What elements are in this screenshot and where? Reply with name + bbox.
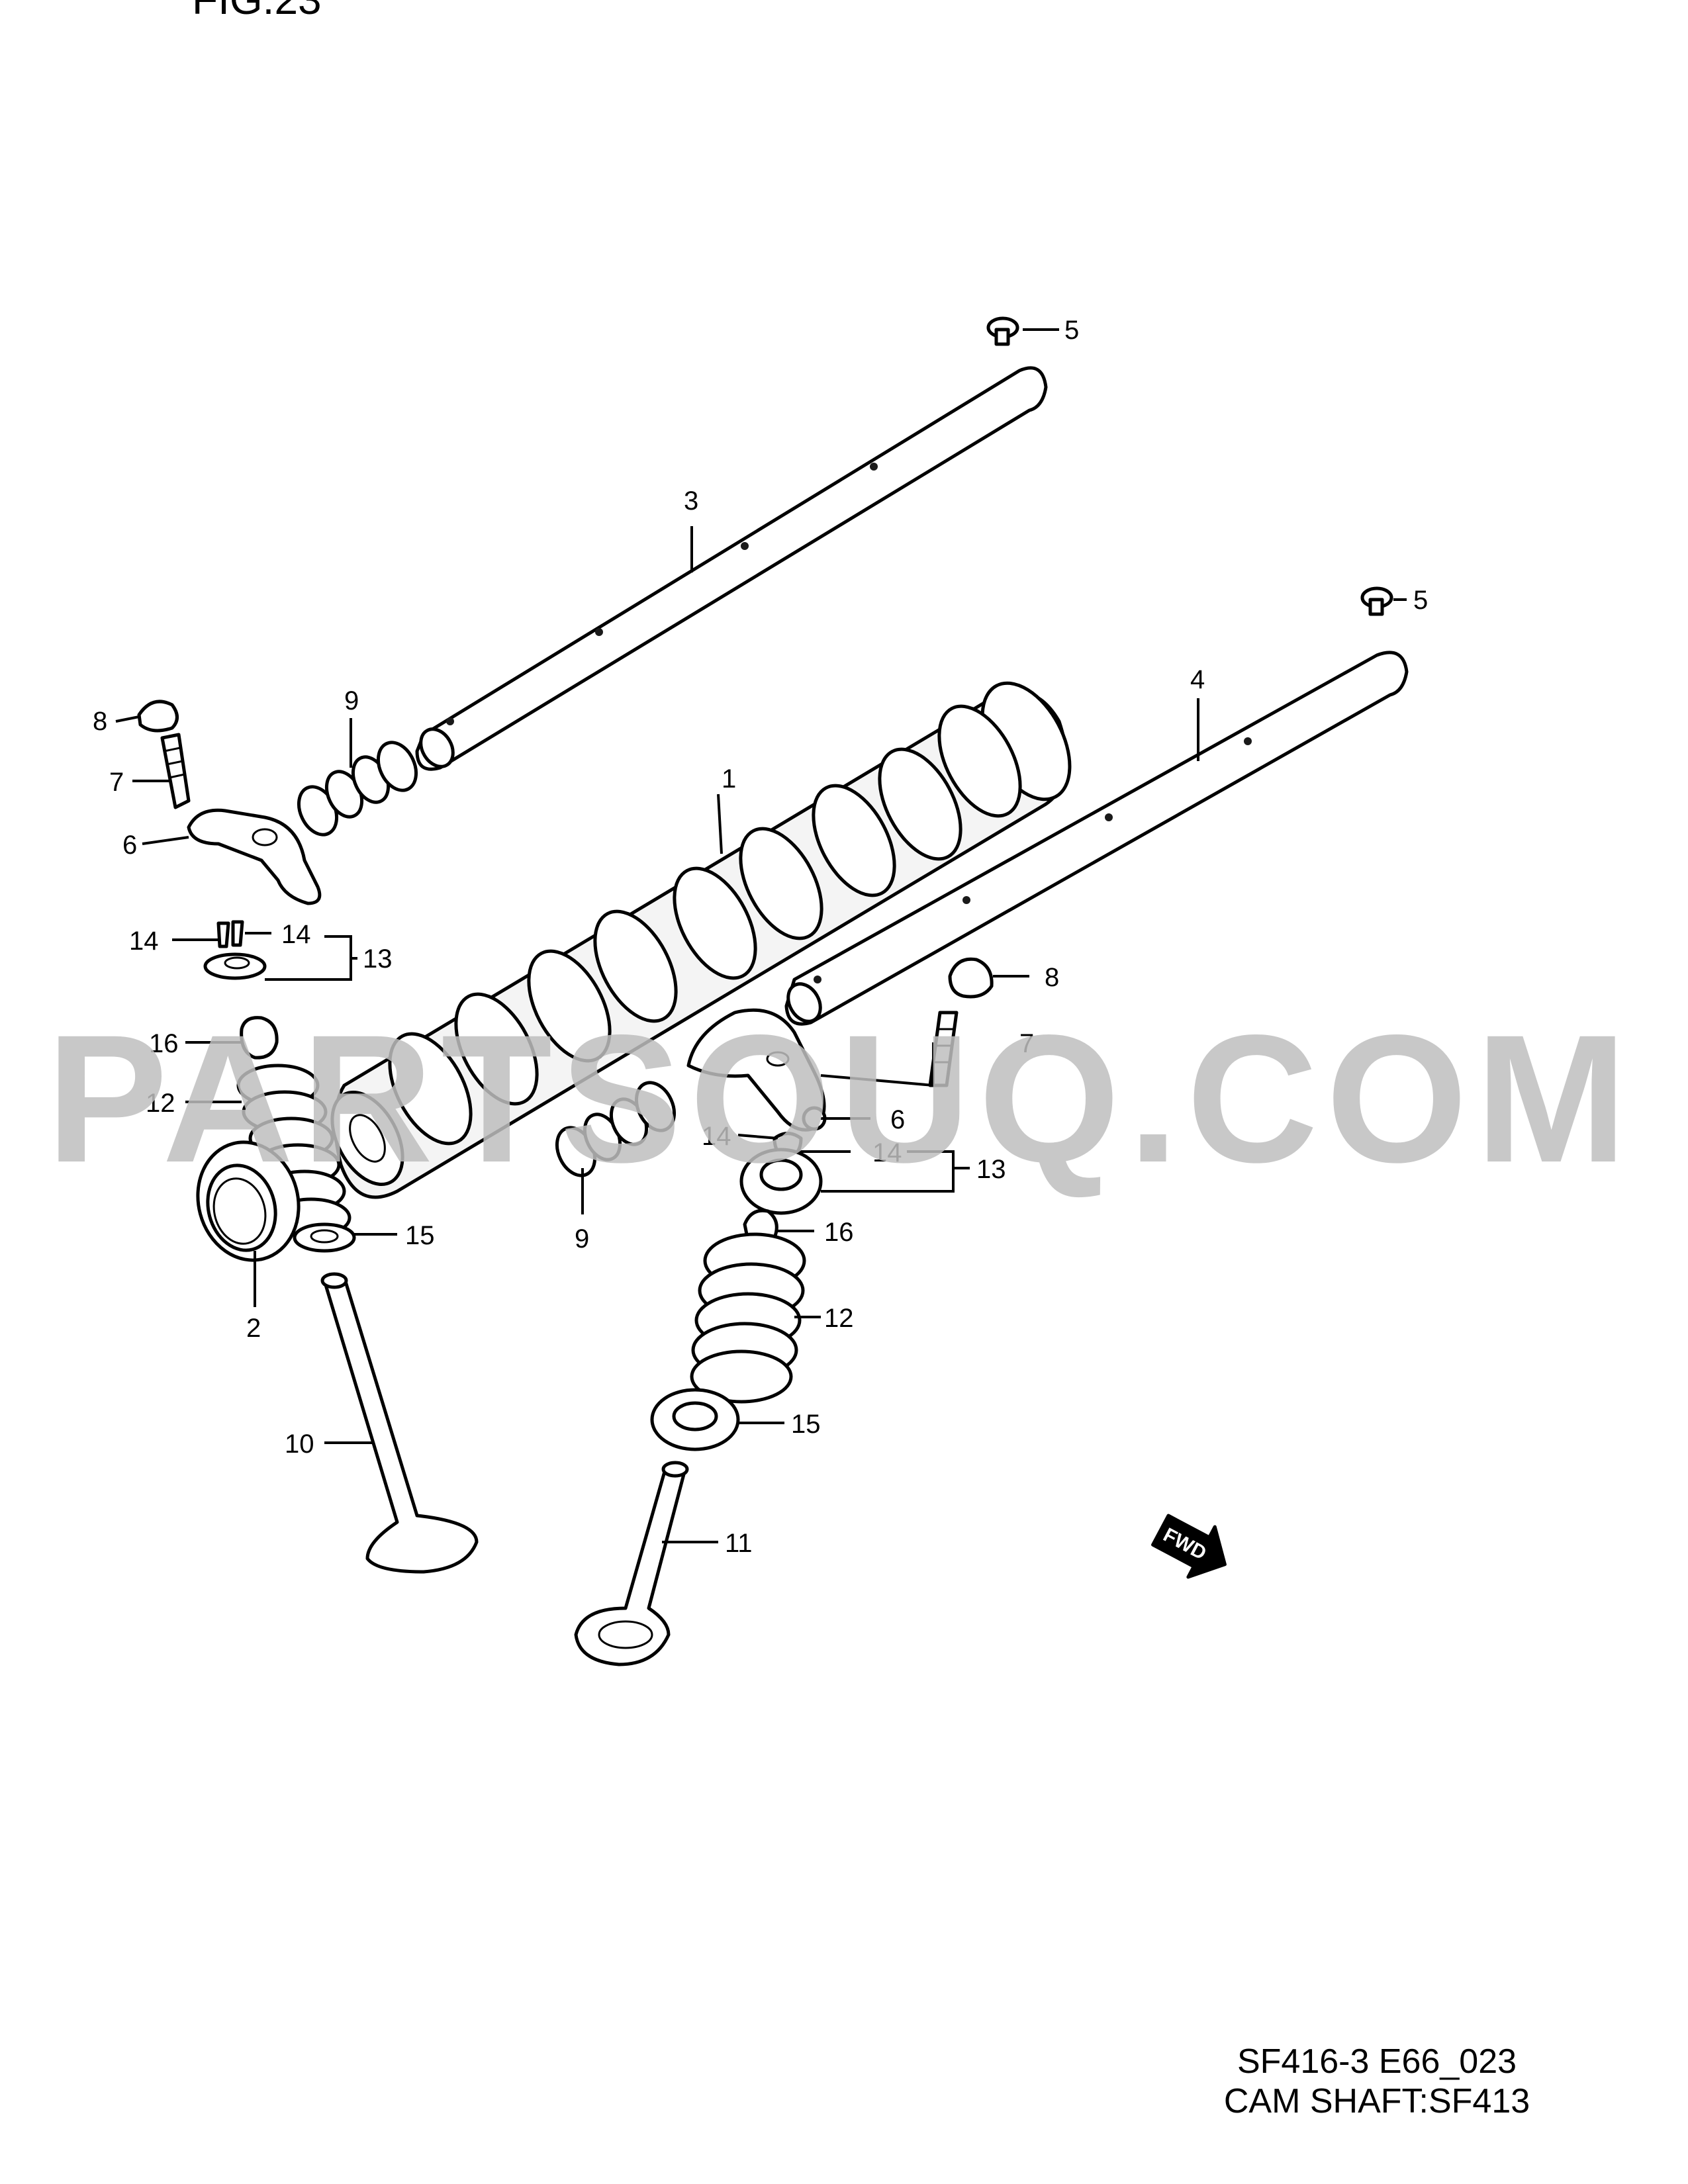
callout-14-left-a: 14	[129, 927, 159, 956]
spring-retainer-right[interactable]	[739, 1148, 823, 1215]
callout-6-left: 6	[122, 831, 137, 860]
watermark: PARTSOUQ.COM	[46, 997, 1635, 1201]
callout-6-right: 6	[890, 1105, 905, 1134]
callout-10: 10	[285, 1430, 314, 1459]
rocker-shaft-upper[interactable]	[414, 366, 1048, 772]
callout-2: 2	[246, 1314, 261, 1343]
callout-13-left: 13	[363, 944, 393, 974]
callout-11: 11	[725, 1529, 753, 1558]
callout-7-right: 7	[1019, 1029, 1034, 1058]
nut-left[interactable]	[137, 700, 179, 733]
spring-seat-left[interactable]	[293, 1222, 356, 1253]
callout-9-right: 9	[575, 1224, 589, 1253]
drawing-title: CAM SHAFT:SF413	[1223, 2082, 1530, 2120]
spring-seat-right[interactable]	[650, 1388, 740, 1451]
callout-numbers: 1 2 3 4 5 5 6 6 7 7 8 8 9 9 10 11 12 12 …	[93, 316, 1428, 1558]
intake-valve[interactable]	[320, 1272, 479, 1574]
valve-stem-seal-left[interactable]	[240, 1016, 279, 1060]
spring-left-upper[interactable]	[291, 737, 423, 841]
spring-right-lower[interactable]	[549, 1077, 681, 1182]
callout-5-right: 5	[1413, 586, 1428, 615]
callout-12-right: 12	[824, 1304, 854, 1333]
callout-4: 4	[1190, 665, 1205, 694]
nut-right[interactable]	[948, 957, 994, 999]
leader-lines	[115, 328, 1407, 1543]
callout-1: 1	[722, 764, 736, 794]
callout-12-left: 12	[146, 1089, 175, 1118]
callout-14-right-b: 14	[872, 1138, 902, 1167]
spring-retainer-left[interactable]	[203, 952, 267, 980]
callout-15-left: 15	[405, 1221, 435, 1250]
figure-label-cut: FIG.23	[192, 0, 322, 24]
callout-13-right: 13	[976, 1155, 1006, 1184]
callout-16-right: 16	[824, 1218, 854, 1247]
adjusting-screw-left[interactable]	[160, 733, 191, 809]
callout-14-left-b: 14	[281, 920, 311, 949]
valve-cotter-left[interactable]	[216, 920, 244, 948]
callout-7-left: 7	[109, 768, 124, 797]
bolt-upper[interactable]	[986, 316, 1019, 346]
camshaft[interactable]	[318, 668, 1088, 1199]
callout-8-right: 8	[1045, 963, 1059, 992]
callout-3: 3	[684, 486, 698, 516]
callout-5-upper: 5	[1064, 316, 1079, 345]
rocker-arm-left[interactable]	[187, 808, 322, 905]
exhaust-valve[interactable]	[574, 1461, 689, 1666]
callout-8-left: 8	[93, 707, 107, 736]
valve-spring-right[interactable]	[690, 1232, 806, 1404]
forward-arrow-icon: FWD	[1151, 1514, 1227, 1579]
drawing-code: SF416-3 E66_023	[1237, 2042, 1517, 2081]
rocker-shaft-lower[interactable]	[782, 651, 1409, 1027]
rocker-arm-right[interactable]	[686, 1008, 827, 1132]
oil-seal[interactable]	[185, 1131, 311, 1272]
callout-15-right: 15	[791, 1410, 821, 1439]
callout-9-left: 9	[344, 686, 359, 715]
callout-14-right-a: 14	[702, 1122, 731, 1151]
callout-16-left: 16	[149, 1029, 179, 1058]
bolt-right[interactable]	[1360, 586, 1393, 616]
